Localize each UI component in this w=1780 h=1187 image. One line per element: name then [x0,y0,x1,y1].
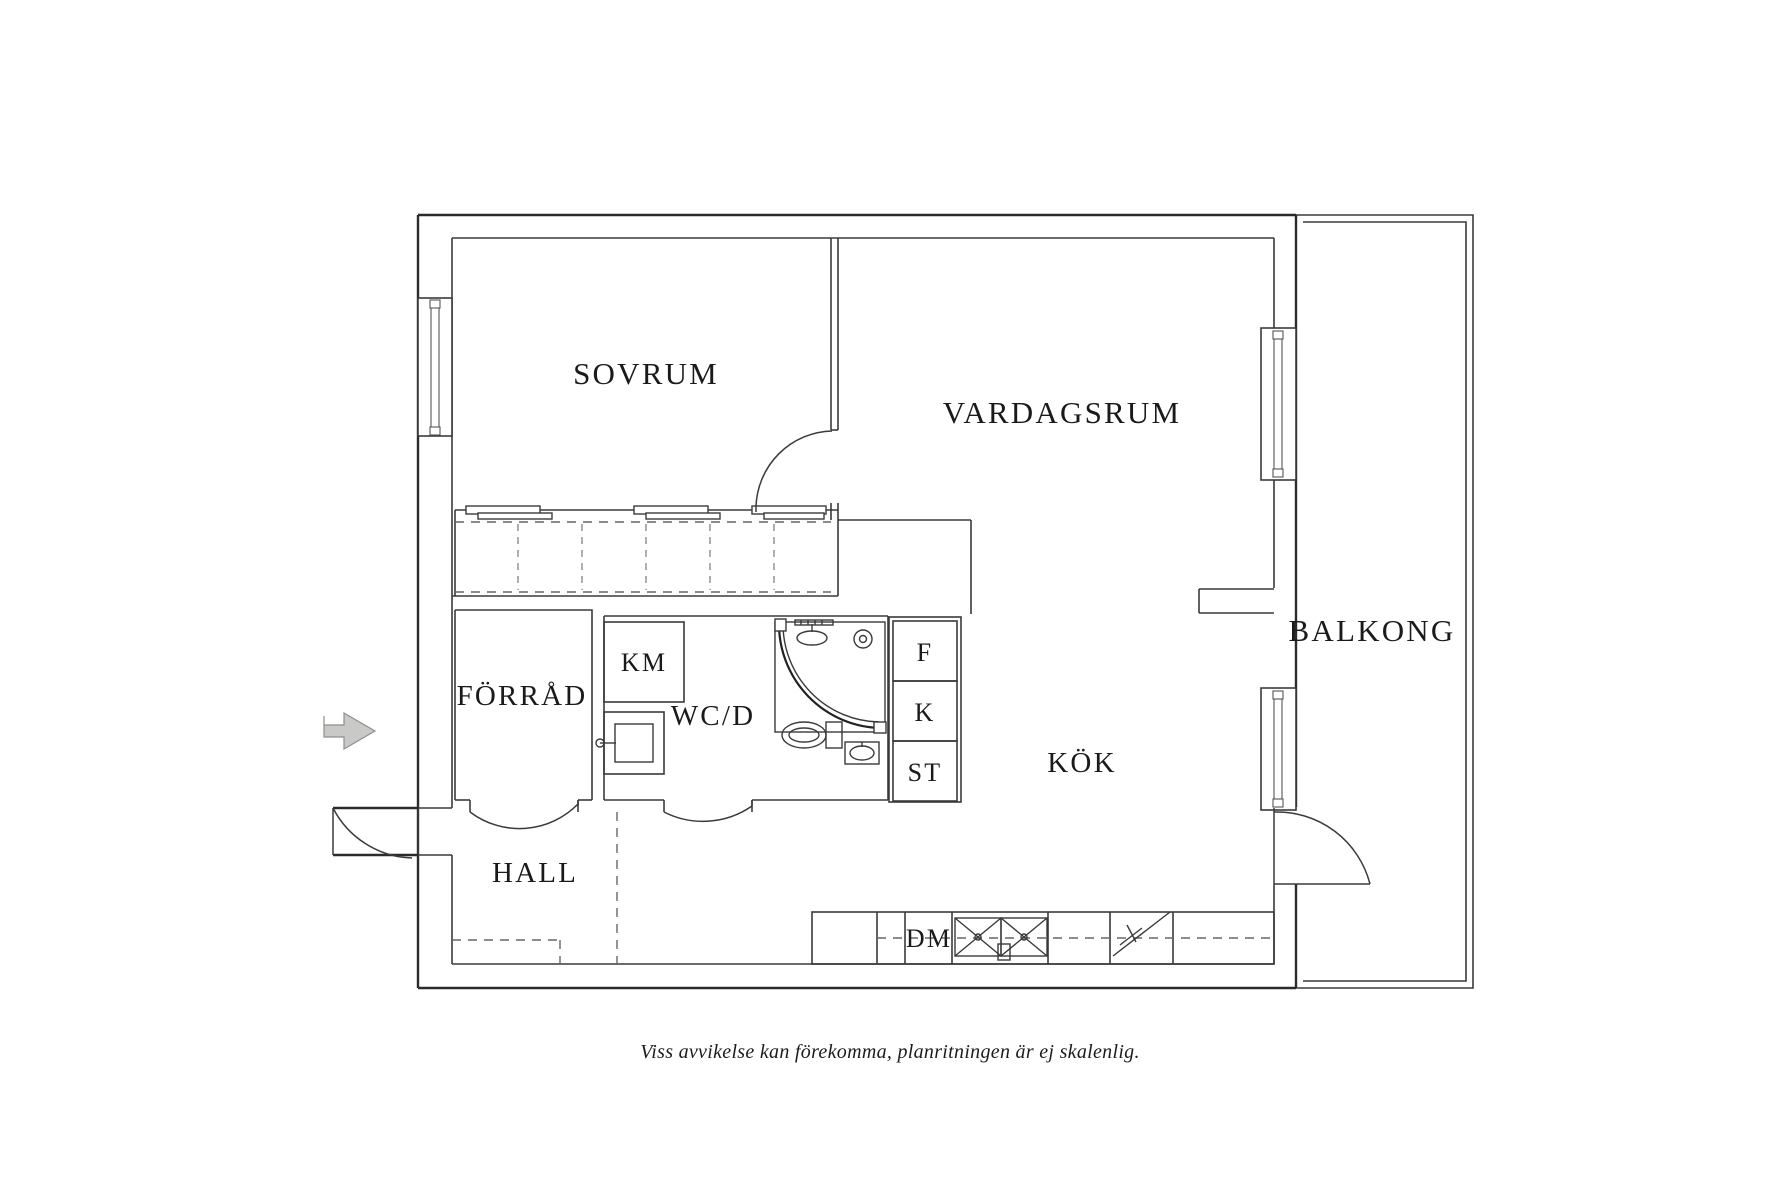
wc-washbasin [844,741,880,765]
fixture-label-st: ST [908,758,943,787]
room-label-wcd: WC/D [671,700,756,732]
toilet-fixture [781,721,843,749]
door-swing-entrance [332,807,413,859]
door-swing-balcony [1273,808,1371,885]
room-label-kok: KÖK [1047,747,1116,779]
door-swing-wcd [663,800,753,823]
kitchen-sink [954,917,1048,961]
fixture-labels: KM F K ST DM [621,638,952,953]
hall-floor-dash [452,812,618,964]
entrance-direction-arrow [323,711,377,751]
window-sovrum-left [417,297,453,437]
kitchen-stove [1112,911,1171,957]
disclaimer-caption: Viss avvikelse kan förekomma, planritnin… [640,1041,1140,1063]
fixture-label-km: KM [621,648,667,677]
kitchen-counter-run [811,911,1275,965]
room-label-sovrum: SOVRUM [573,356,719,391]
door-swing-forrad [469,800,579,830]
fixture-label-f: F [917,638,934,667]
fixture-label-k: K [915,698,936,727]
room-label-forrad: FÖRRÅD [457,680,588,712]
room-label-vardagsrum: VARDAGSRUM [943,395,1182,430]
fixture-label-dm: DM [906,924,952,953]
wc-lower-cabinet [595,711,665,775]
door-swing-sovrum [755,430,833,512]
wardrobe-closets [454,505,838,596]
kitchen-tall-cabinets [888,616,962,803]
window-kok-right-lower [1260,687,1297,811]
room-label-hall: HALL [492,857,578,889]
km-cabinet [603,621,685,703]
shower-cabin [774,618,887,734]
balcony-structure [1296,214,1474,989]
room-labels: SOVRUM VARDAGSRUM BALKONG FÖRRÅD WC/D KÖ… [457,356,1456,889]
room-label-balkong: BALKONG [1289,613,1456,648]
window-vardagsrum-right-upper [1260,327,1297,481]
